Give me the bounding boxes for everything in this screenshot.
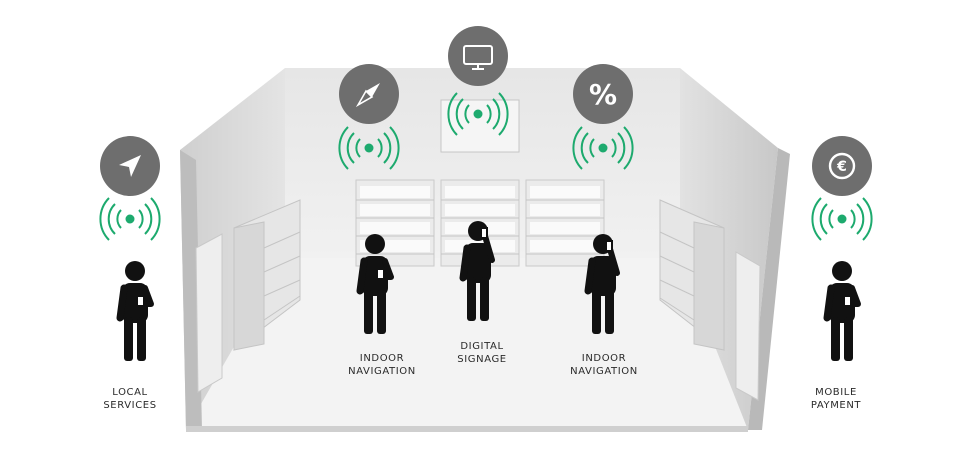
- beacon-signal-icon: [811, 197, 873, 241]
- compass-icon: [355, 83, 380, 108]
- person-figure: [116, 261, 154, 361]
- caption-digital-signage: DIGITAL SIGNAGE: [422, 340, 542, 366]
- phone-icon: [843, 295, 852, 307]
- beacon-signal-icon: [572, 126, 634, 170]
- right-side-shelves: [659, 199, 761, 401]
- beacon-signal-icon: [99, 197, 161, 241]
- person-figure: [823, 261, 861, 361]
- phone-icon: [605, 240, 613, 252]
- badge-circle: [812, 136, 872, 196]
- monitor-icon: [463, 45, 493, 70]
- caption-line: LOCAL: [112, 387, 148, 398]
- badge-circle: [448, 26, 508, 86]
- node-indoor-navigation-left: [338, 64, 400, 334]
- caption-line: INDOOR: [359, 353, 405, 364]
- caption-indoor-navigation-left: INDOOR NAVIGATION: [322, 352, 442, 378]
- node-digital-signage: [447, 26, 509, 321]
- phone-icon: [136, 295, 145, 307]
- person-figure: [459, 221, 495, 321]
- beacon-nodes: %€: [99, 26, 873, 361]
- caption-line: SIGNAGE: [457, 354, 507, 365]
- person-figure: [356, 234, 394, 334]
- badge-circle: [573, 64, 633, 124]
- euro-coin-icon: €: [828, 152, 856, 180]
- beacon-signal-icon: [338, 126, 400, 170]
- person-figure: [584, 234, 620, 334]
- caption-line: NAVIGATION: [348, 366, 416, 377]
- node-indoor-navigation-right: %: [572, 64, 634, 334]
- beacon-signal-icon: [447, 92, 509, 136]
- caption-line: NAVIGATION: [570, 366, 638, 377]
- node-local-services: [99, 136, 161, 361]
- caption-line: SERVICES: [103, 400, 157, 411]
- phone-icon: [376, 268, 385, 280]
- caption-mobile-payment: MOBILE PAYMENT: [776, 386, 896, 412]
- percent-icon: %: [589, 78, 617, 111]
- caption-line: DIGITAL: [460, 341, 504, 352]
- caption-line: MOBILE: [815, 387, 857, 398]
- navigation-arrow-icon: [119, 155, 141, 177]
- caption-line: INDOOR: [581, 353, 627, 364]
- caption-line: PAYMENT: [810, 400, 862, 411]
- svg-text:%: %: [589, 78, 617, 111]
- left-side-shelves: [195, 199, 301, 393]
- caption-indoor-navigation-right: INDOOR NAVIGATION: [544, 352, 664, 378]
- svg-text:€: €: [836, 159, 847, 175]
- node-mobile-payment: €: [811, 136, 873, 361]
- caption-local-services: LOCAL SERVICES: [70, 386, 190, 412]
- phone-icon: [480, 227, 488, 239]
